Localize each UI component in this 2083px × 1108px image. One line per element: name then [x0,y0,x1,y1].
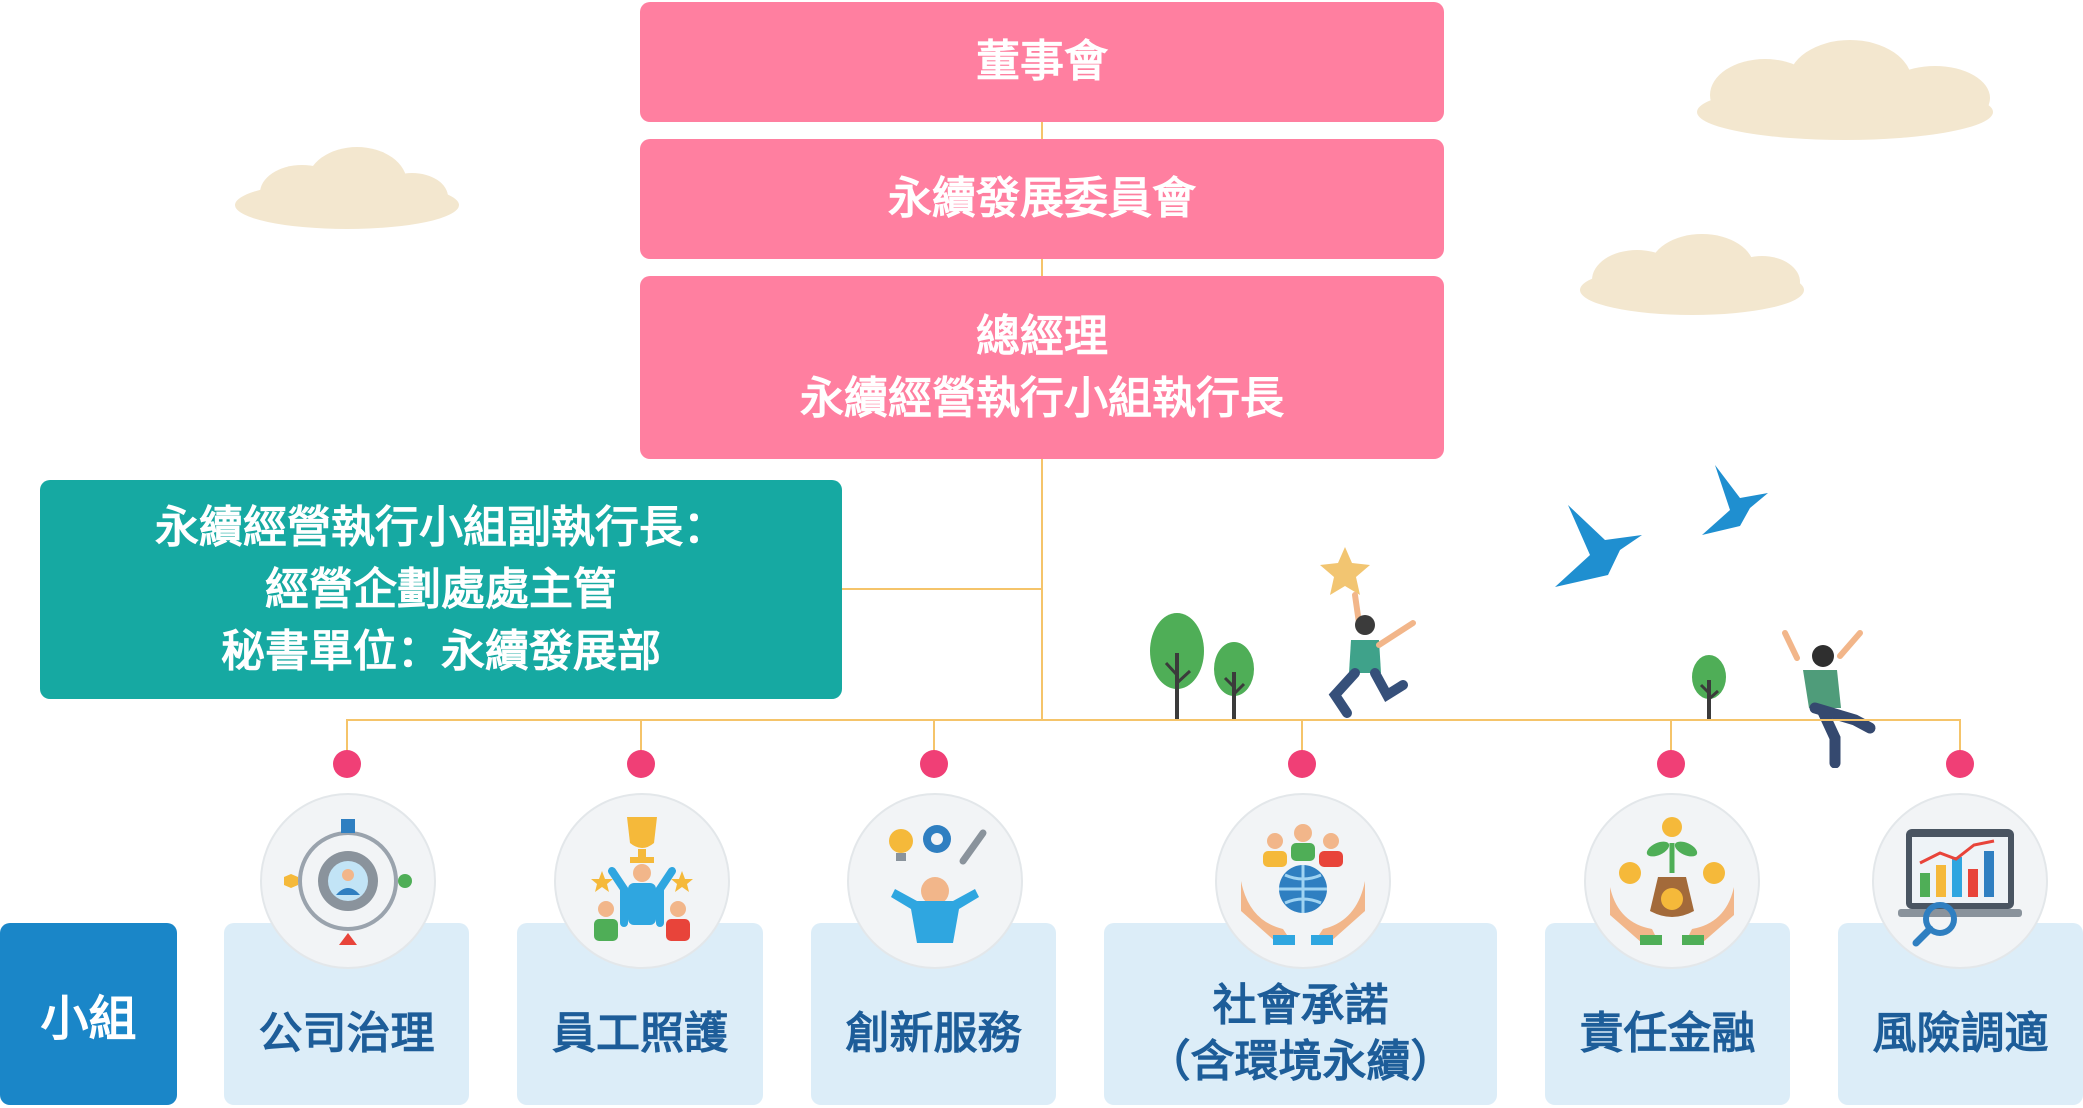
social-icon-circle [1215,793,1391,969]
connector-line [346,719,348,755]
finance-icon-circle [1584,793,1760,969]
deputy-line-3: 秘書單位：永續發展部 [221,625,661,677]
groups-label-box: 小組 [0,923,177,1105]
deputy-line-2: 經營企劃處處主管 [265,563,617,615]
connector-line [1301,719,1303,755]
finance-money-plant-icon [1610,817,1734,945]
innovation-icon-circle [847,793,1023,969]
governance-gear-icon [284,819,412,945]
group-label: 創新服務 [845,1008,1022,1059]
connector-dot [1946,750,1974,778]
tree-icon [1150,613,1204,721]
group-label: 社會承諾 [1212,980,1389,1031]
risk-chart-magnifier-icon [1898,829,2022,947]
board-box: 董事會 [640,2,1444,122]
connector-dot [1657,750,1685,778]
connector-dot [1288,750,1316,778]
deputy-box: 永續經營執行小組副執行長： 經營企劃處處主管 秘書單位：永續發展部 [40,480,842,699]
connector-line [640,719,642,755]
group-label: 員工照護 [552,1008,728,1059]
innovation-idea-icon [889,825,987,943]
connector-line [346,719,1961,721]
board-label: 董事會 [976,36,1108,87]
social-globe-hands-icon [1241,824,1365,945]
connector-line [1041,122,1043,142]
tree-icon [1214,642,1254,720]
deputy-line-1: 永續經營執行小組副執行長： [155,501,727,553]
connector-line [1670,719,1672,755]
connector-line [1041,259,1043,279]
employee-icon-circle [554,793,730,969]
group-label: 公司治理 [258,1008,435,1059]
group-label: 責任金融 [1579,1008,1756,1059]
connector-dot [627,750,655,778]
cloud-decoration-right-top [1697,40,1993,140]
person-cheering-icon [1782,630,1876,768]
bird-icon [1555,505,1642,587]
governance-icon-circle [260,793,436,969]
connector-line [1959,719,1961,755]
group-sublabel: （含環境永續） [1146,1036,1455,1087]
committee-label: 永續發展委員會 [888,173,1196,224]
cloud-decoration-left [235,147,459,229]
risk-icon-circle [1872,793,2048,969]
person-holding-star-icon [1320,547,1416,718]
connector-dot [920,750,948,778]
ceo-box: 總經理 永續經營執行小組執行長 [640,276,1444,459]
cloud-decoration-right-mid [1580,234,1804,315]
ceo-role: 永續經營執行小組執行長 [800,372,1284,424]
bird-icon [1702,465,1768,535]
tree-icon [1692,655,1726,721]
connector-dot [333,750,361,778]
employee-trophy-icon [591,817,693,941]
ceo-title: 總經理 [976,310,1108,362]
committee-box: 永續發展委員會 [640,139,1444,259]
connector-line [933,719,935,755]
connector-line [842,588,1043,590]
group-label: 風險調適 [1872,1008,2049,1059]
groups-label: 小組 [40,991,137,1047]
